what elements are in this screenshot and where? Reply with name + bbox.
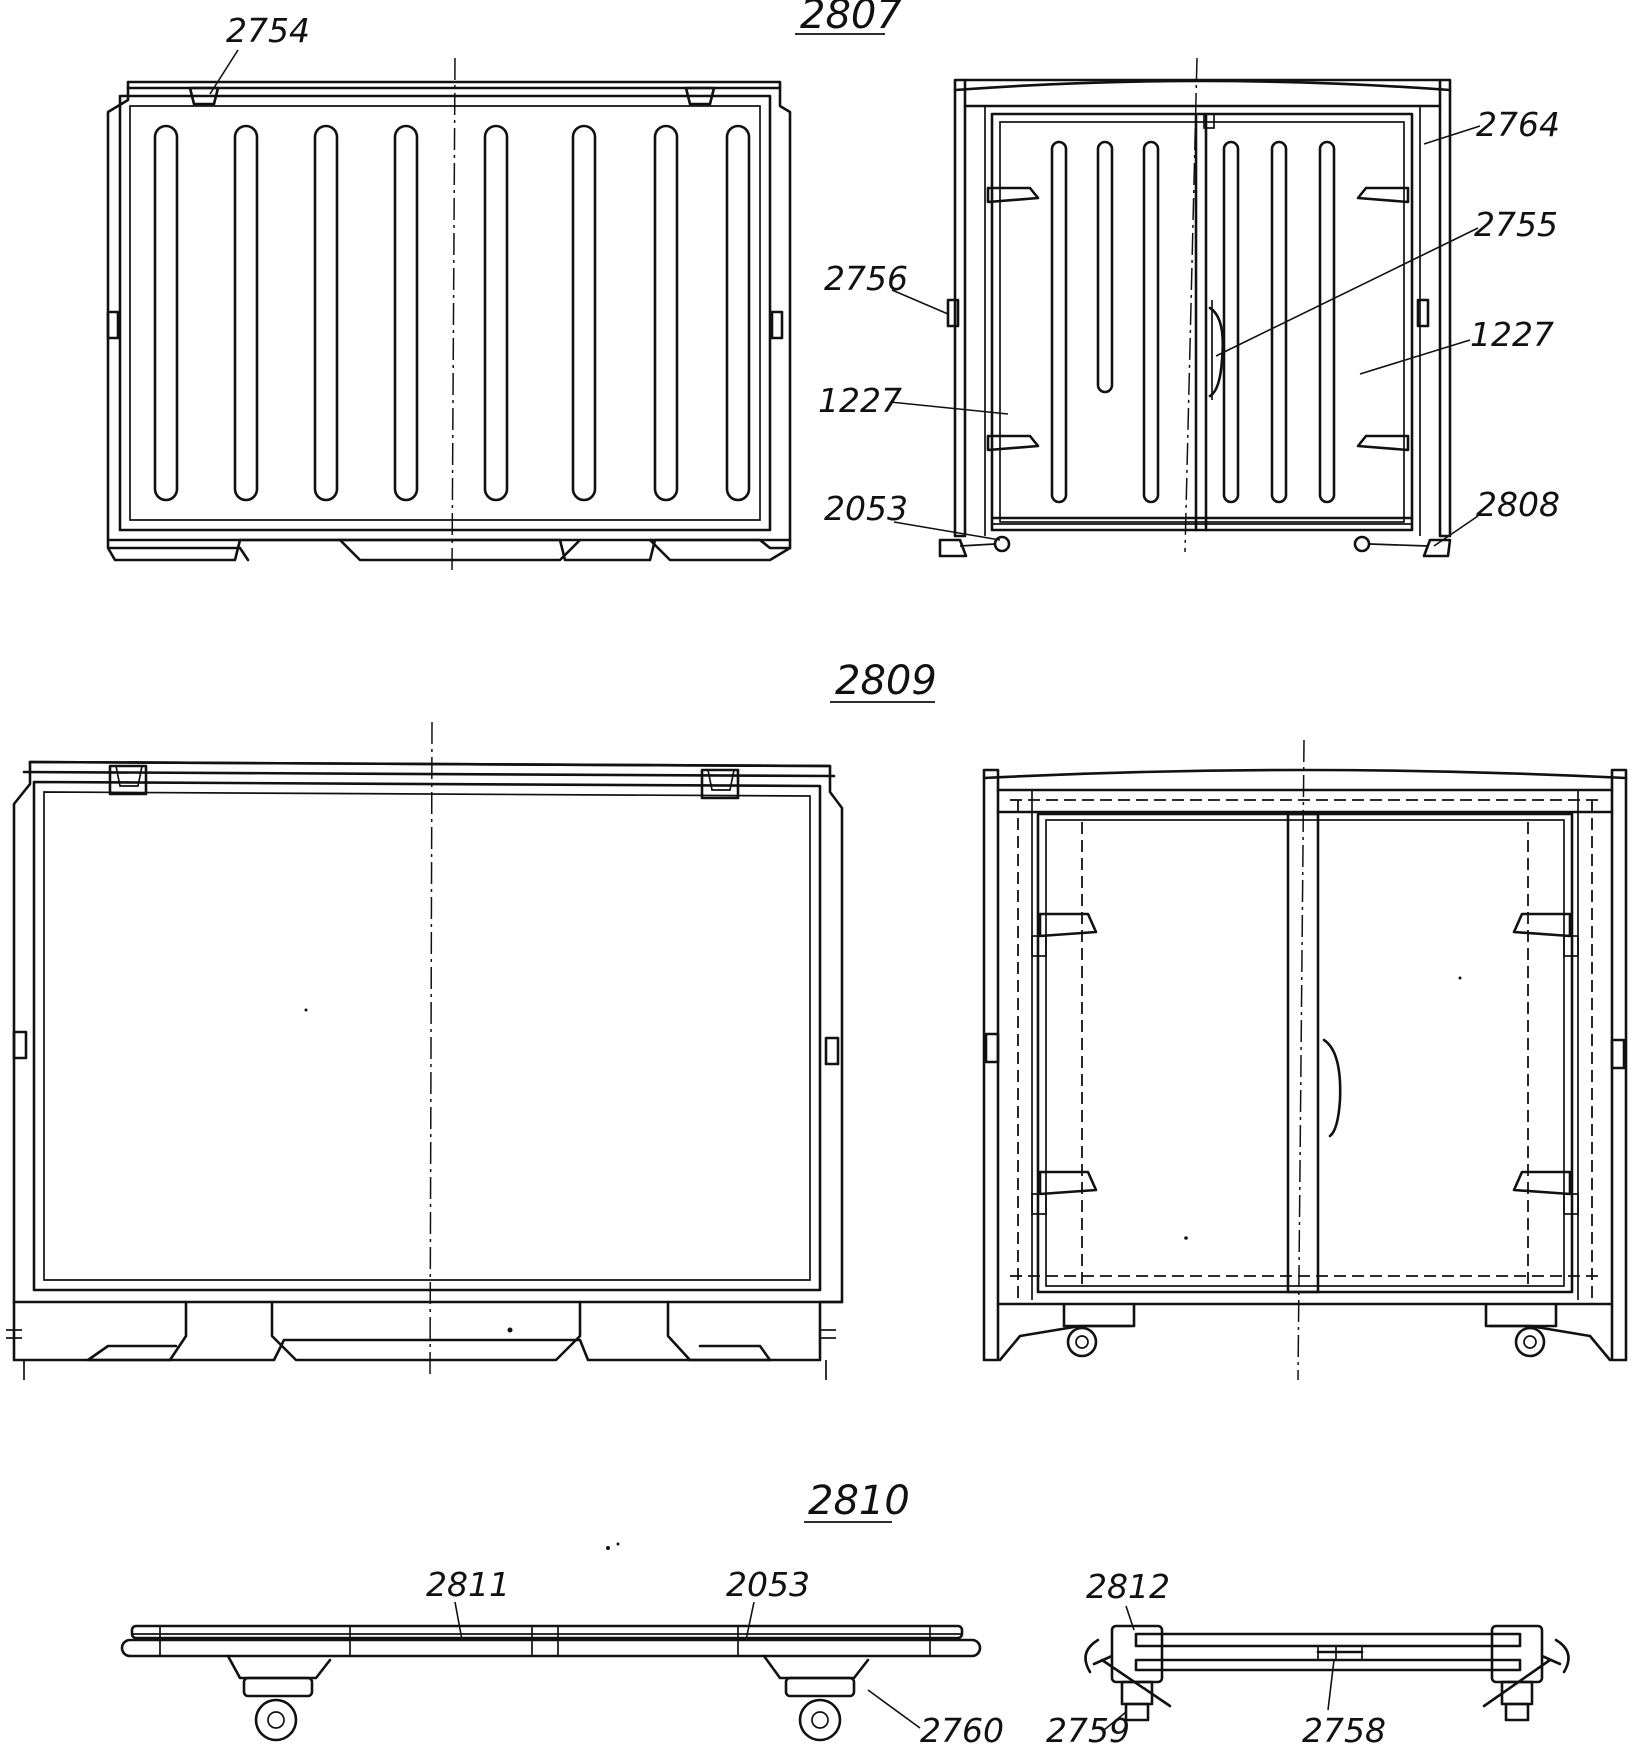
label-1227-right: 1227: [1470, 315, 1554, 354]
scan-specks: [304, 976, 1462, 1550]
base-side-view: 2811 2053 2760: [120, 1565, 1004, 1750]
label-2764: 2764: [1476, 105, 1560, 144]
label-2808: 2808: [1476, 485, 1560, 524]
label-2760: 2760: [920, 1711, 1004, 1750]
container-end-view-plain: [982, 739, 1628, 1381]
container-front-view-plain: [6, 721, 844, 1380]
label-2812: 2812: [1086, 1567, 1170, 1606]
base-end-view: 2812 2759 2758: [1046, 1567, 1570, 1750]
container-front-view: 2754: [106, 11, 792, 573]
figure-2809: 2809: [830, 658, 937, 704]
label-2811: 2811: [426, 1565, 510, 1604]
ventilation-slots: [153, 124, 751, 502]
label-2759: 2759: [1046, 1711, 1130, 1750]
figure-2807-title: 2807: [800, 0, 902, 38]
label-2758: 2758: [1302, 1711, 1386, 1750]
label-2053: 2053: [824, 489, 908, 528]
label-2053-base: 2053: [726, 1565, 810, 1604]
container-end-view: 2764 2755 2756 1227 1227 2053 2808: [818, 57, 1560, 558]
figure-2807: 2807: [795, 0, 902, 38]
label-2754: 2754: [226, 11, 310, 50]
figure-2810: 2810: [804, 1478, 910, 1524]
lid-tab-right: [684, 86, 716, 106]
figure-2810-title: 2810: [808, 1478, 910, 1524]
label-2755: 2755: [1474, 205, 1558, 244]
figure-2809-title: 2809: [835, 658, 937, 704]
lid-tab-left: [188, 86, 220, 106]
label-1227-left: 1227: [818, 381, 902, 420]
